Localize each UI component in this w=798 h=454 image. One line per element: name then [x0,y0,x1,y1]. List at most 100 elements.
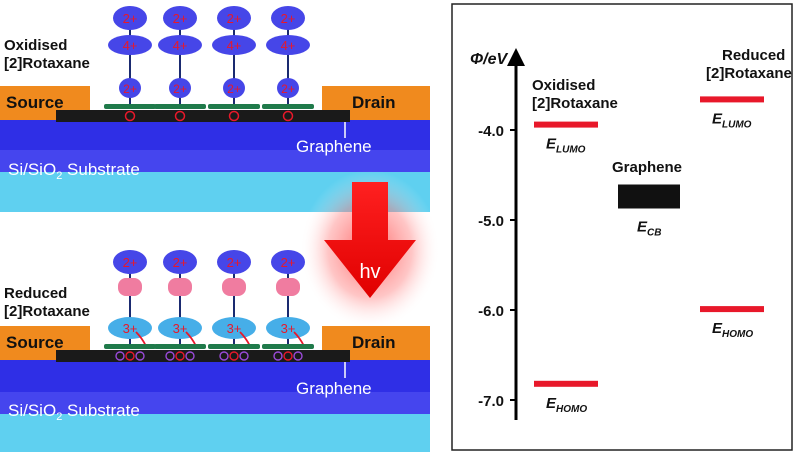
tick-label: -6.0 [478,303,504,320]
tick-label: -7.0 [478,393,504,410]
reduced-rotaxane-label: Reduced[2]Rotaxane [706,47,792,82]
carrier-symbol [239,351,249,361]
charge-label: 4+ [281,38,296,53]
molecule-foot [208,344,260,349]
charge-label: 3+ [227,321,242,336]
molecule-ring [118,278,142,296]
charge-label: 4+ [123,38,138,53]
bottom-molecule-group: 2+ 3+ 2+ 3+ 2+ 3+ 2+ 3+ [104,250,314,361]
charge-label: 4+ [227,38,242,53]
top-molecule-group: 2+4+2+2+4+2+2+4+2+2+4+2+ [104,6,314,122]
bottom-drain-label: Drain [352,333,395,352]
top-molecule-state-label: Oxidised[2]Rotaxane [4,37,90,72]
molecule-anchor [266,317,310,339]
carrier-symbol [175,351,185,361]
molecule-foot [208,104,260,109]
carrier-symbol [165,351,175,361]
charge-label: 3+ [123,321,138,336]
hv-arrow: hv [300,170,440,330]
molecule-foot [104,344,156,349]
carrier-symbol [219,351,229,361]
carrier-symbol [185,351,195,361]
carrier-symbol [229,351,239,361]
top-substrate-label: Si/SiO2 Substrate [8,160,140,182]
bottom-graphene-label: Graphene [296,379,372,398]
molecule-ring [222,278,246,296]
molecule-foot [154,344,206,349]
molecule-foot [104,104,156,109]
oxidised-lumo-level [534,121,598,128]
molecule-ring [266,35,310,55]
molecule-ring [276,278,300,296]
charge-label: 4+ [173,38,188,53]
reduced-lumo-level [700,96,764,103]
energy-axis-ticks: -4.0 -5.0 -6.0 -7.0 [478,123,516,410]
molecule-ring [212,35,256,55]
energy-axis-arrowhead [507,48,525,66]
bottom-sio2-lower [0,392,430,414]
charge-label: 3+ [281,321,296,336]
molecule-anchor [223,78,245,98]
energy-level-label: EHOMO [546,395,587,415]
bottom-device: Source Drain Graphene Si/SiO2 Substrate … [0,250,430,452]
top-graphene-sheet [56,110,350,122]
energy-level-label: ECB [637,219,661,239]
molecule-head [113,250,147,274]
tick-label: -4.0 [478,123,504,140]
top-sio2-lower [0,150,430,172]
molecule-head [217,250,251,274]
molecule-ring [168,278,192,296]
carrier-symbol [273,351,283,361]
molecule-head [163,6,197,30]
molecule-anchor [119,78,141,98]
molecule-head [271,250,305,274]
charge-label: 2+ [281,82,295,96]
oxidised-homo-level [534,380,598,387]
oxidised-rotaxane-label: Oxidised[2]Rotaxane [532,77,618,112]
bottom-source-label: Source [6,333,64,352]
charge-label: 2+ [173,255,188,270]
molecule-foot [262,344,314,349]
carrier-symbol [293,351,303,361]
bottom-graphene-sheet [56,350,350,362]
charge-label: 2+ [227,82,241,96]
molecule-head [271,6,305,30]
carrier-symbol [115,351,125,361]
energy-level-label: ELUMO [712,110,752,130]
energy-diagram: Φ/eV -4.0 -5.0 -6.0 -7.0 Oxidised[2]Rotaxan… [451,3,793,451]
charge-label: 2+ [173,11,188,26]
carrier-symbol [135,351,145,361]
energy-levels: ELUMO EHOMO ELUMO EHOMO ECB [534,96,764,415]
molecule-anchor [108,317,152,339]
molecule-anchor [212,317,256,339]
energy-axis-label: Φ/eV [470,51,509,68]
charge-label: 2+ [123,255,138,270]
charge-label: 2+ [227,255,242,270]
hv-arrow-label: hv [359,261,380,283]
tick-label: -5.0 [478,213,504,230]
energy-diagram-frame [451,3,793,451]
molecule-anchor [158,317,202,339]
reduced-homo-level [700,306,764,313]
molecule-foot [154,104,206,109]
energy-level-label: ELUMO [546,136,586,156]
charge-label: 2+ [173,82,187,96]
charge-label: 3+ [173,321,188,336]
hole-symbol [124,110,136,122]
hv-arrow-shape [324,182,416,298]
bottom-molecule-state-label: Reduced[2]Rotaxane [4,285,90,320]
charge-label: 2+ [281,255,296,270]
molecule-head [163,250,197,274]
hole-symbol [282,110,294,122]
top-device: Source Drain Graphene Si/SiO2 Substrate … [0,6,430,212]
hole-symbol [228,110,240,122]
molecule-anchor [169,78,191,98]
top-source-label: Source [6,93,64,112]
carrier-symbol [125,351,135,361]
molecule-head [113,6,147,30]
top-graphene-label: Graphene [296,137,372,156]
energy-level-label: EHOMO [712,320,753,340]
molecule-ring [108,35,152,55]
bottom-substrate-label: Si/SiO2 Substrate [8,401,140,423]
